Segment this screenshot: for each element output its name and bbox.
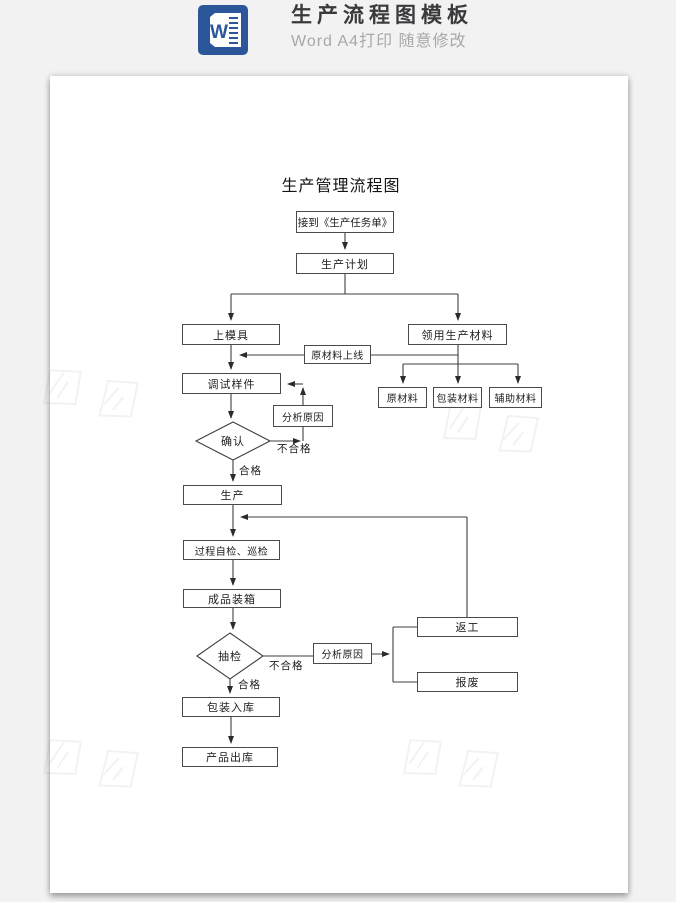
flow-node-packing-storage: 包装入库 [182, 697, 280, 717]
flow-node-get-materials: 领用生产材料 [408, 324, 507, 345]
word-doc-icon: W [198, 5, 248, 55]
flow-node-process-inspection: 过程自检、巡检 [183, 540, 280, 560]
edge-label-qualified: 合格 [239, 465, 262, 477]
edge-label-unqualified: 不合格 [277, 443, 312, 455]
flow-node-rework: 返工 [417, 617, 518, 637]
edge-label-qualified: 合格 [238, 679, 261, 691]
flow-node-analyze-cause-1: 分析原因 [273, 405, 333, 427]
edge-label-unqualified: 不合格 [269, 660, 304, 672]
flow-node-packing-material: 包装材料 [433, 387, 482, 408]
watermark-icon [42, 739, 139, 788]
flow-node-confirm: 确认 [221, 435, 245, 448]
flow-node-product-outbound: 产品出库 [182, 747, 278, 767]
watermark-icon [402, 739, 499, 788]
watermark-icon [42, 369, 139, 418]
flow-node-start: 接到《生产任务单》 [296, 211, 394, 233]
word-icon-letter: W [210, 22, 228, 43]
flow-node-scrap: 报废 [417, 672, 518, 692]
flow-node-finished-packing: 成品装箱 [183, 589, 281, 608]
flow-node-debug-sample: 调试样件 [182, 373, 281, 394]
flow-node-produce: 生产 [183, 485, 282, 505]
flow-node-raw-material-online: 原材料上线 [304, 345, 371, 364]
flow-node-raw-material: 原材料 [378, 387, 427, 408]
flow-node-plan: 生产计划 [296, 253, 394, 274]
flow-node-auxiliary-material: 辅助材料 [489, 387, 542, 408]
flow-node-analyze-cause-2: 分析原因 [313, 643, 372, 664]
template-subtitle: Word A4打印 随意修改 [291, 33, 467, 50]
flow-node-sampling-check: 抽检 [218, 650, 242, 663]
flowchart-title: 生产管理流程图 [281, 176, 401, 195]
flow-node-mount-mold: 上模具 [182, 324, 280, 345]
template-title: 生产流程图模板 [291, 4, 473, 27]
